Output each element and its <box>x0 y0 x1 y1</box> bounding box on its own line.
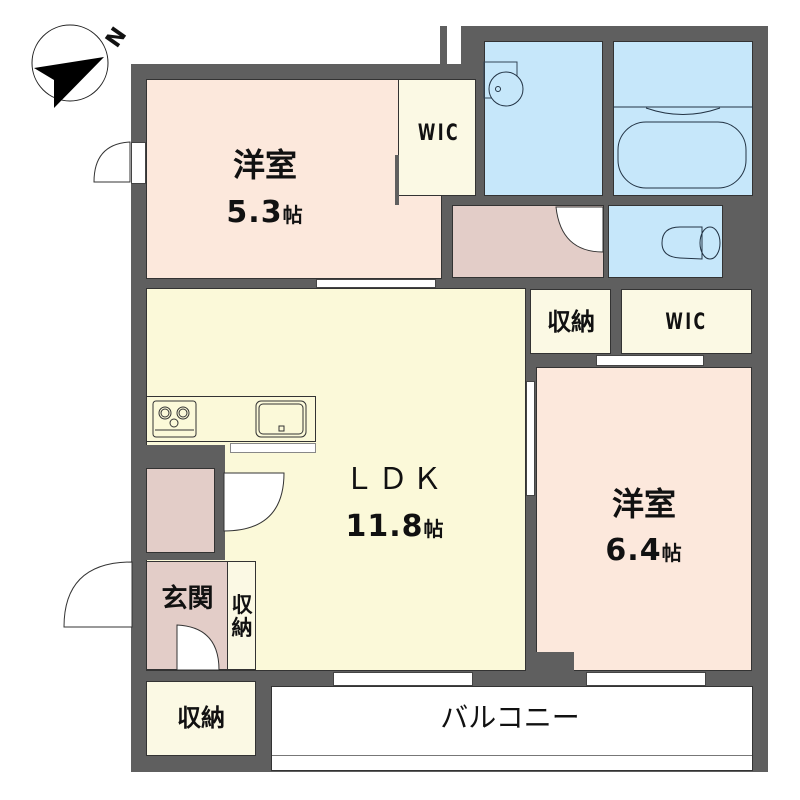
storage-2 <box>227 561 256 670</box>
storage-3 <box>146 681 256 756</box>
exterior-notch <box>447 26 461 64</box>
balcony-rail <box>272 755 752 756</box>
window-bedroom1-west <box>131 142 146 184</box>
storage-1-label: 収納 <box>547 308 595 336</box>
storage-1 <box>530 289 611 354</box>
bedroom-2-name: 洋室 <box>611 485 676 523</box>
wic-1-label: WIC <box>417 121 461 146</box>
entrance-hall-upper <box>146 468 215 553</box>
counter-edge <box>230 443 316 453</box>
sliding-door-bedroom2-west <box>526 381 535 496</box>
toilet-icon <box>661 226 721 260</box>
window-ldk-south <box>333 672 473 686</box>
ldk-name: ＬＤＫ <box>344 462 446 497</box>
sliding-door-bedroom1 <box>316 279 436 288</box>
balcony-label: バルコニー <box>440 701 580 734</box>
sliding-door-bedroom2 <box>596 355 704 366</box>
washroom <box>484 41 603 196</box>
bedroom-2-area: 6.4帖 <box>605 533 683 568</box>
toilet-room <box>608 205 723 278</box>
wic-1-wall <box>395 155 399 205</box>
entrance-door-swing <box>63 561 133 628</box>
storage-3-label: 収納 <box>177 704 225 732</box>
bedroom-2 <box>536 367 752 671</box>
window-door-swing-west <box>93 141 131 183</box>
storage-2-label: 収納 <box>231 593 253 641</box>
ldk-area: 11.8帖 <box>345 509 445 544</box>
bedroom-1 <box>146 79 442 279</box>
stove-icon <box>152 400 197 438</box>
kitchen-sink-icon <box>255 400 307 438</box>
toilet-door-swing <box>555 206 604 253</box>
bedroom-2-notch <box>536 652 574 672</box>
washbasin-icon <box>483 61 524 107</box>
wic-2-label: WIC <box>665 310 708 335</box>
wic-1 <box>398 79 476 196</box>
bedroom-1-area: 5.3帖 <box>226 195 304 230</box>
wic-2 <box>621 289 752 354</box>
ldk-door-swing <box>223 472 285 532</box>
bathroom <box>613 41 753 196</box>
window-bedroom2-south <box>586 672 706 686</box>
north-arrow-icon <box>31 24 109 108</box>
bathtub-icon <box>613 106 753 189</box>
balcony <box>271 686 753 771</box>
entrance-label: 玄関 <box>161 584 214 614</box>
bedroom-1-name: 洋室 <box>232 146 297 184</box>
storage-door-swing <box>176 624 220 671</box>
